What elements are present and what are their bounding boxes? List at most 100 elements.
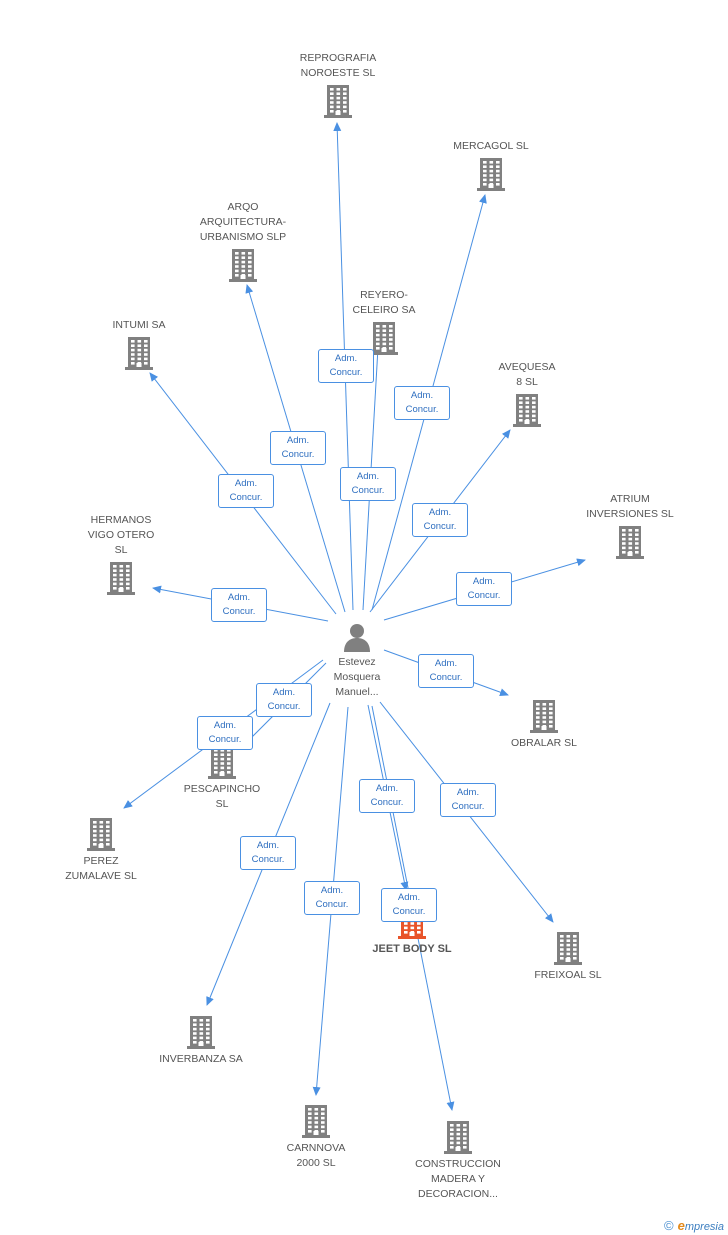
edge-label-type: Concur. <box>208 734 242 745</box>
building-icon <box>207 745 237 779</box>
company-name: INVERBANZA SA <box>159 1053 243 1065</box>
edge-label-type: Concur. <box>392 906 426 917</box>
company-node-inverbanza[interactable]: INVERBANZA SA <box>131 1015 271 1067</box>
edge-label-reyero[interactable]: Adm. Concur. <box>340 467 396 501</box>
edge-label-type: Concur. <box>222 606 256 617</box>
company-name: OBRALAR SL <box>511 737 577 749</box>
edge-label-mercagol[interactable]: Adm. Concur. <box>394 386 450 420</box>
building-icon <box>443 1120 473 1154</box>
edge-label-jeet[interactable]: Adm. Concur. <box>359 779 415 813</box>
edge-label-role: Adm. <box>213 720 237 731</box>
company-name: ARQO ARQUITECTURA- URBANISMO SLP <box>199 201 287 243</box>
edge-label-type: Concur. <box>451 801 485 812</box>
building-icon <box>553 931 583 965</box>
edge-label-inverbanza[interactable]: Adm. Concur. <box>240 836 296 870</box>
edge-label-hermanos[interactable]: Adm. Concur. <box>211 588 267 622</box>
building-icon <box>512 393 542 427</box>
edge-label-role: Adm. <box>410 390 434 401</box>
edge-label-arqo[interactable]: Adm. Concur. <box>270 431 326 465</box>
company-name: REYERO- CELEIRO SA <box>352 289 416 316</box>
edge-label-role: Adm. <box>227 592 251 603</box>
edge-label-type: Concur. <box>267 701 301 712</box>
company-node-carnnova[interactable]: CARNNOVA 2000 SL <box>246 1104 386 1171</box>
edge-label-type: Concur. <box>251 854 285 865</box>
company-node-pescapincho[interactable]: PESCAPINCHO SL <box>152 745 292 812</box>
company-node-mercagol[interactable]: MERCAGOL SL <box>421 139 561 191</box>
edge-label-type: Concur. <box>351 485 385 496</box>
building-icon <box>86 817 116 851</box>
edge-label-role: Adm. <box>320 885 344 896</box>
company-node-perez[interactable]: PEREZ ZUMALAVE SL <box>31 817 171 884</box>
edge-label-atrium[interactable]: Adm. Concur. <box>456 572 512 606</box>
building-icon <box>529 699 559 733</box>
company-name: HERMANOS VIGO OTERO SL <box>87 514 155 556</box>
copyright-symbol: © <box>664 1218 674 1233</box>
building-icon <box>476 157 506 191</box>
building-icon <box>323 84 353 118</box>
brand-logo: empresia <box>678 1218 724 1233</box>
company-name: CONSTRUCCION MADERA Y DECORACION... <box>415 1158 501 1200</box>
company-name: FREIXOAL SL <box>534 969 602 981</box>
person-name: Estevez Mosquera Manuel... <box>333 656 381 698</box>
company-node-intumi[interactable]: INTUMI SA <box>69 318 209 370</box>
edge-label-role: Adm. <box>428 507 452 518</box>
building-icon <box>301 1104 331 1138</box>
company-name: AVEQUESA 8 SL <box>498 361 556 388</box>
edge-label-avequesa[interactable]: Adm. Concur. <box>412 503 468 537</box>
building-icon <box>124 336 154 370</box>
edge-label-type: Concur. <box>229 492 263 503</box>
person-icon <box>342 622 372 652</box>
building-icon <box>615 525 645 559</box>
company-node-hermanos[interactable]: HERMANOS VIGO OTERO SL <box>51 513 191 595</box>
company-node-reprografia[interactable]: REPROGRAFIA NOROESTE SL <box>268 51 408 118</box>
building-icon <box>186 1015 216 1049</box>
building-icon <box>106 561 136 595</box>
company-name: REPROGRAFIA NOROESTE SL <box>299 52 377 79</box>
edge-label-carnnova[interactable]: Adm. Concur. <box>304 881 360 915</box>
edge-label-perez[interactable]: Adm. Concur. <box>197 716 253 750</box>
company-node-reyero[interactable]: REYERO- CELEIRO SA <box>314 288 454 355</box>
edge-label-role: Adm. <box>434 658 458 669</box>
edge-label-type: Concur. <box>405 404 439 415</box>
edge-label-type: Concur. <box>429 672 463 683</box>
company-name: ATRIUM INVERSIONES SL <box>586 493 674 520</box>
company-node-construccion[interactable]: CONSTRUCCION MADERA Y DECORACION... <box>388 1120 528 1202</box>
edge-label-type: Concur. <box>467 590 501 601</box>
edge-label-obralar[interactable]: Adm. Concur. <box>418 654 474 688</box>
edge-label-intumi[interactable]: Adm. Concur. <box>218 474 274 508</box>
company-node-atrium[interactable]: ATRIUM INVERSIONES SL <box>560 492 700 559</box>
empresia-watermark[interactable]: © empresia <box>664 1218 724 1233</box>
edge-label-type: Concur. <box>281 449 315 460</box>
edge-label-role: Adm. <box>456 787 480 798</box>
edge-label-type: Concur. <box>315 899 349 910</box>
edge-label-role: Adm. <box>256 840 280 851</box>
edge-label-role: Adm. <box>356 471 380 482</box>
edge-label-type: Concur. <box>423 521 457 532</box>
company-name: MERCAGOL SL <box>453 140 529 152</box>
edge-label-role: Adm. <box>272 687 296 698</box>
edge-label-type: Concur. <box>370 797 404 808</box>
edge-label-role: Adm. <box>375 783 399 794</box>
edge-label-role: Adm. <box>286 435 310 446</box>
company-name: CARNNOVA 2000 SL <box>286 1142 346 1169</box>
edge-label-role: Adm. <box>472 576 496 587</box>
edge-label-reprografia[interactable]: Adm.Concur. <box>318 349 374 383</box>
edge-label-construccion[interactable]: Adm. Concur. <box>381 888 437 922</box>
edge-label-role: Adm. <box>334 353 358 364</box>
brand-rest: mpresia <box>684 1221 724 1233</box>
company-node-avequesa[interactable]: AVEQUESA 8 SL <box>457 360 597 427</box>
edge-label-pescapincho[interactable]: Adm. Concur. <box>256 683 312 717</box>
company-name: JEET BODY SL <box>372 943 452 955</box>
company-node-freixoal[interactable]: FREIXOAL SL <box>498 931 638 983</box>
company-node-obralar[interactable]: OBRALAR SL <box>474 699 614 751</box>
brand-initial: e <box>677 1218 685 1233</box>
edge-label-role: Adm. <box>397 892 421 903</box>
edge-label-freixoal[interactable]: Adm. Concur. <box>440 783 496 817</box>
company-node-arqo[interactable]: ARQO ARQUITECTURA- URBANISMO SLP <box>173 200 313 282</box>
company-name: PEREZ ZUMALAVE SL <box>65 855 137 882</box>
company-name: PESCAPINCHO SL <box>183 783 261 810</box>
edge-label-role: Adm. <box>234 478 258 489</box>
person-node-person[interactable]: Estevez Mosquera Manuel... <box>287 622 427 700</box>
